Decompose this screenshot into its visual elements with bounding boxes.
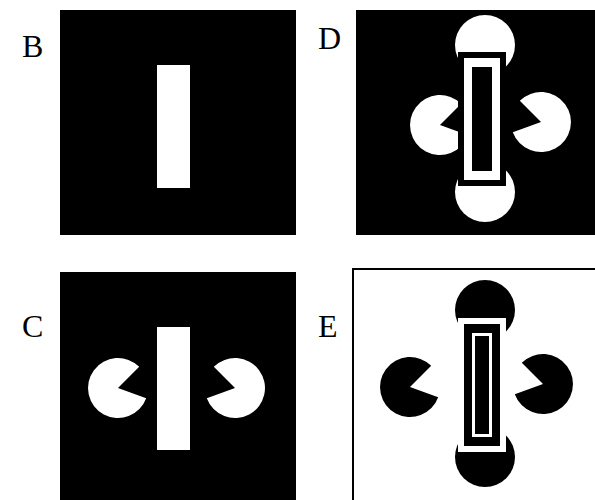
panel-label: C — [22, 310, 43, 342]
panel-label: B — [22, 30, 43, 62]
gap-ring — [458, 52, 506, 186]
white-bar — [157, 327, 190, 450]
pacman-inducer — [207, 358, 265, 418]
panel-border — [352, 268, 354, 500]
pacman-inducer — [88, 358, 146, 418]
black-panel — [356, 10, 595, 235]
gap-ring — [458, 318, 506, 452]
bar-interior — [472, 67, 492, 171]
panel-border — [352, 268, 595, 270]
panel-label: E — [318, 310, 338, 342]
black-panel — [60, 272, 296, 500]
bar-interior — [472, 333, 492, 437]
panel-label: D — [318, 22, 341, 54]
white-bar — [157, 65, 190, 188]
bar-outline — [464, 58, 500, 180]
pacman-inducer — [380, 357, 438, 417]
pacman-inducer — [515, 354, 573, 414]
bar-core — [475, 336, 489, 434]
white-panel — [352, 268, 595, 500]
black-panel — [60, 10, 296, 235]
pacman-inducer — [513, 92, 571, 152]
bar-outline — [464, 324, 500, 446]
